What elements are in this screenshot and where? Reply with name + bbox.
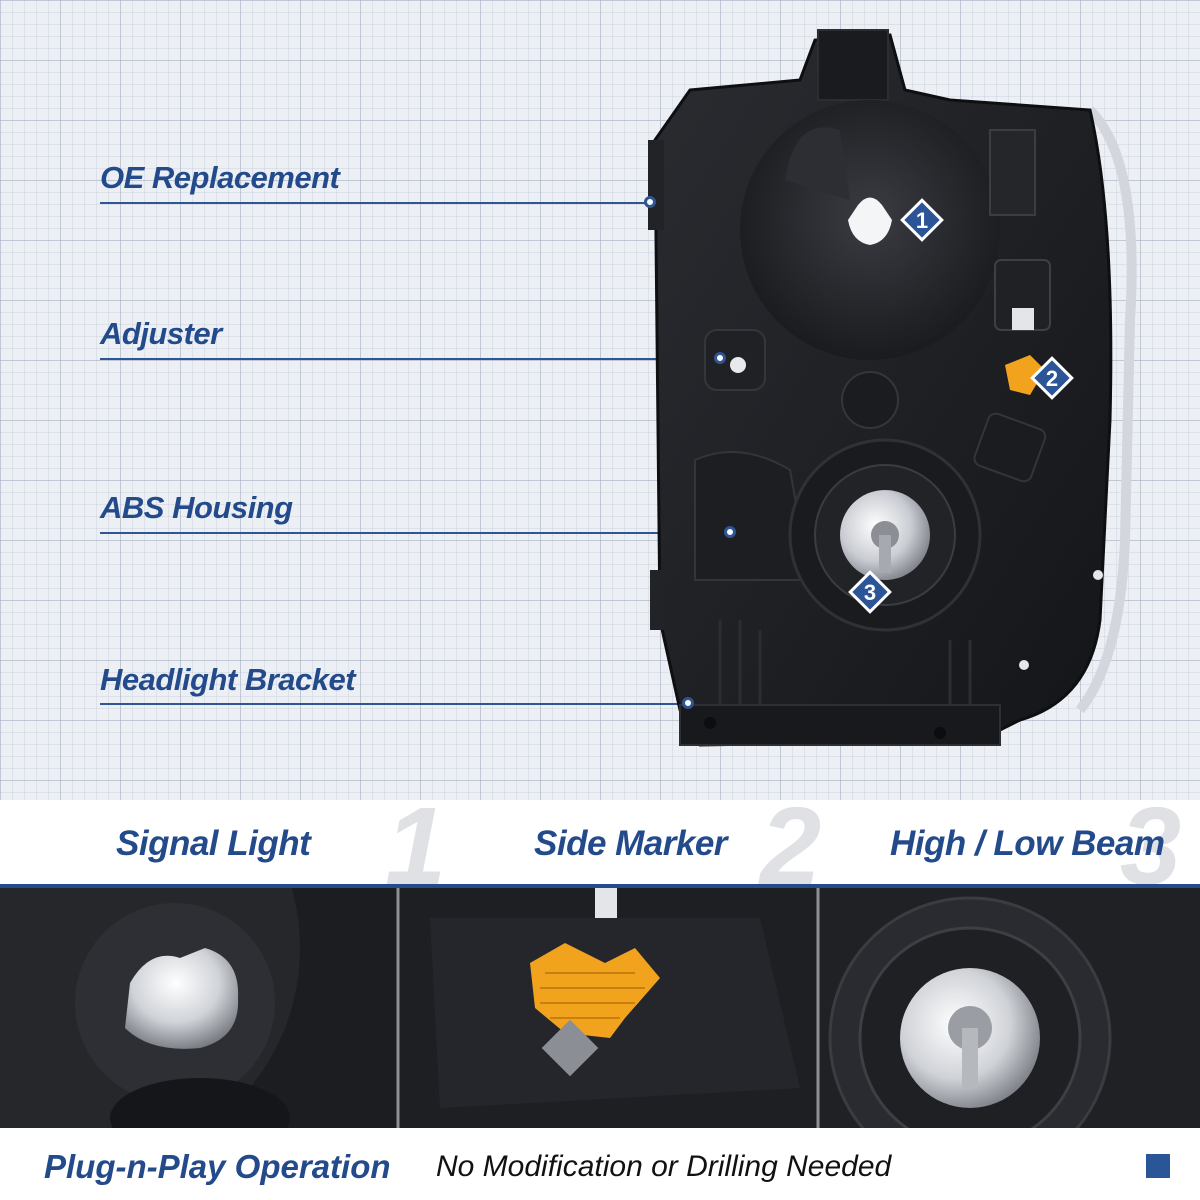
callout-dot-icon xyxy=(644,196,656,208)
badge-2-label: 2 xyxy=(1046,366,1058,391)
caption-title: Plug-n-Play Operation xyxy=(44,1148,391,1185)
badge-1-label: 1 xyxy=(916,208,928,233)
closeup-high-low-beam xyxy=(820,888,1200,1128)
feature-label-band: 1 Signal Light 2 Side Marker 3 High / Lo… xyxy=(0,792,1200,902)
caption-subtitle: No Modification or Drilling Needed xyxy=(436,1150,892,1183)
diamond-badge-icon: 1 xyxy=(900,198,944,242)
diamond-badge-icon: 3 xyxy=(848,570,892,614)
callout-dot-icon xyxy=(724,526,736,538)
closeup-signal-light xyxy=(0,888,400,1128)
callout-dot-icon xyxy=(682,697,694,709)
feature-3-label: High / Low Beam xyxy=(890,824,1165,863)
divider-line xyxy=(0,884,1200,888)
callout-oe-replacement: OE Replacement xyxy=(100,160,340,195)
callout-abs-housing: ABS Housing xyxy=(100,490,293,525)
feature-2-label: Side Marker xyxy=(534,824,727,863)
callout-line-abs xyxy=(100,532,730,534)
feature-1-label: Signal Light xyxy=(116,824,311,863)
feature-3-number: 3 xyxy=(1120,785,1182,908)
callout-line-bracket xyxy=(100,703,690,705)
bottom-caption: Plug-n-Play Operation No Modification or… xyxy=(0,1128,1200,1200)
closeup-side-marker xyxy=(400,888,820,1128)
feature-2-number: 2 xyxy=(760,785,822,908)
callout-headlight-bracket: Headlight Bracket xyxy=(100,662,356,697)
square-bullet-icon xyxy=(1146,1154,1170,1178)
callout-line-oe xyxy=(100,202,650,204)
headlight-housing-image xyxy=(648,29,1137,747)
callout-line-adjuster xyxy=(100,358,720,360)
closeup-gallery xyxy=(0,888,1200,1128)
callout-dot-icon xyxy=(714,352,726,364)
product-grid-background: OE Replacement Adjuster ABS Housing Head… xyxy=(0,0,1200,800)
feature-1-number: 1 xyxy=(385,785,447,908)
diamond-badge-icon: 2 xyxy=(1030,356,1074,400)
badge-3-label: 3 xyxy=(864,580,876,605)
callout-adjuster: Adjuster xyxy=(100,316,222,351)
